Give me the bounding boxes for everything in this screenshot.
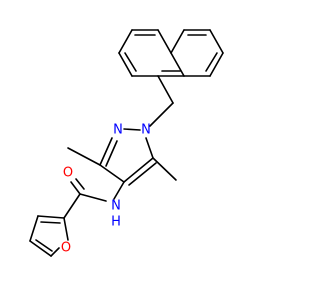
atom-label-carbonyl-o: O — [63, 166, 73, 181]
bond — [123, 128, 141, 131]
bond-double — [205, 52, 218, 72]
bond-double — [105, 140, 118, 167]
bond — [170, 29, 185, 54]
bond — [70, 181, 81, 195]
bond-double — [35, 239, 53, 252]
bond — [118, 52, 133, 77]
bond — [157, 75, 174, 104]
bond — [170, 52, 185, 77]
structure-canvas: N N N H O O — [29, 29, 224, 257]
bond — [67, 147, 101, 166]
bond — [29, 215, 39, 242]
molecule-structure: N N N H O O — [29, 29, 224, 257]
atom-label-n-pyrazole-1: N — [141, 123, 151, 138]
bond — [145, 137, 154, 159]
bond — [113, 181, 125, 200]
bond — [157, 29, 172, 54]
bond — [63, 193, 81, 219]
bond — [149, 102, 174, 127]
bond — [152, 157, 177, 181]
atom-label-amide-h: H — [111, 215, 121, 230]
bond — [37, 215, 65, 219]
bond — [99, 137, 113, 166]
atom-label-n-pyrazole-2: N — [113, 123, 123, 138]
bond — [123, 157, 154, 183]
bond — [79, 193, 107, 202]
bond-double — [124, 52, 137, 72]
bond — [209, 52, 224, 77]
bond — [209, 29, 224, 54]
bond — [50, 247, 60, 257]
atom-label-furan-o: O — [61, 241, 71, 256]
bond-double — [128, 162, 157, 186]
bond — [118, 29, 133, 54]
bond-group — [29, 29, 224, 257]
bond-double — [75, 178, 85, 190]
bond — [29, 240, 52, 257]
bond — [63, 217, 69, 241]
atom-label-amide-n: N — [111, 199, 121, 214]
bond-double — [40, 221, 61, 224]
atom-label-group: N N N H O O — [61, 123, 151, 256]
bond — [99, 164, 125, 183]
